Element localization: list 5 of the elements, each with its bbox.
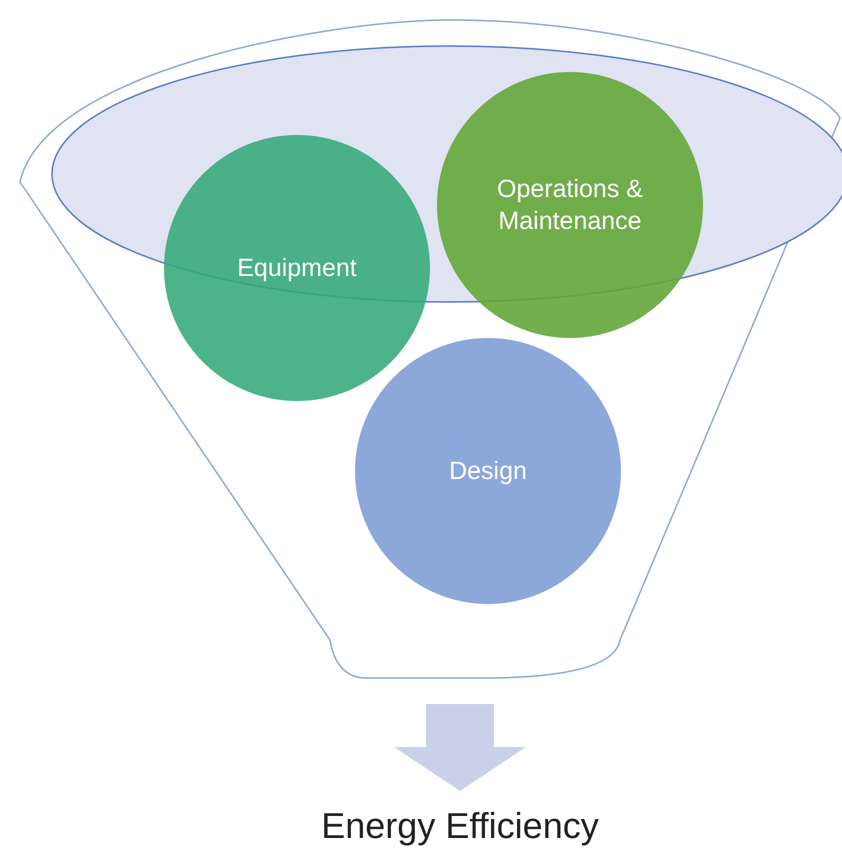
arrow [394,704,526,791]
node-label: Equipment [237,252,357,284]
result-label: Energy Efficiency [250,805,670,851]
node-label: Operations & Maintenance [496,174,644,237]
node-label: Design [449,456,527,487]
